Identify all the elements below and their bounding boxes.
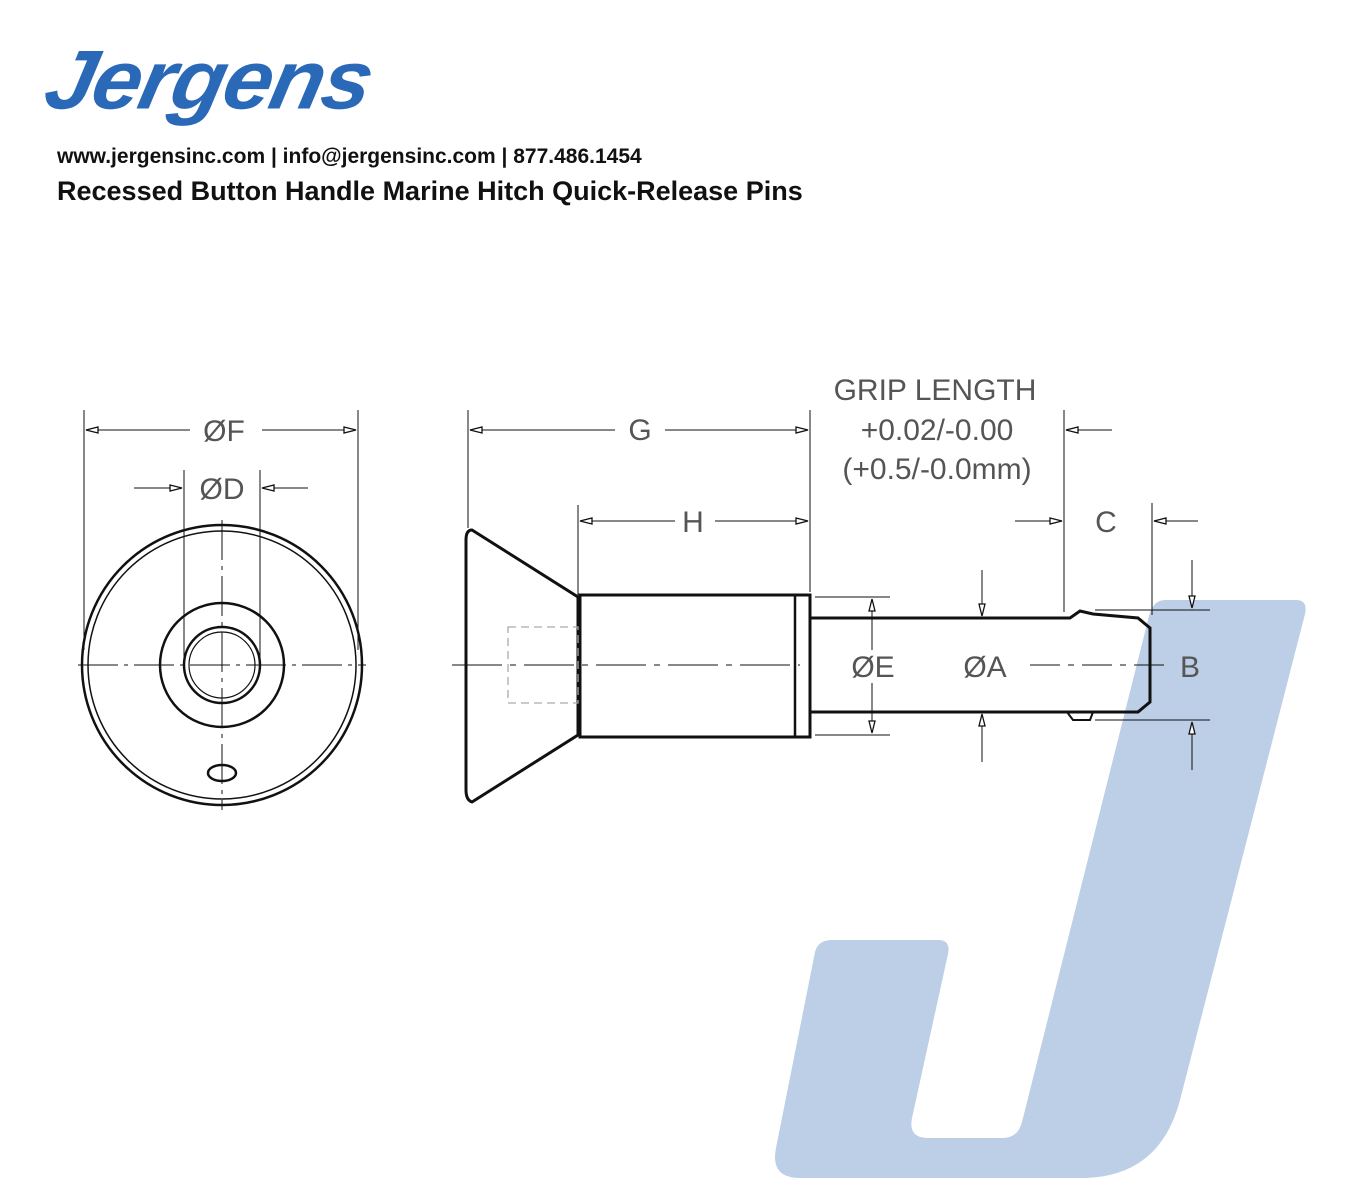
dim-label-D: ØD xyxy=(200,473,245,506)
page-title: Recessed Button Handle Marine Hitch Quic… xyxy=(57,176,803,206)
dim-label-B: B xyxy=(1180,651,1200,684)
dim-label-A: ØA xyxy=(963,651,1006,684)
side-view xyxy=(452,410,1210,804)
dim-label-H: H xyxy=(682,506,704,539)
dim-label-F: ØF xyxy=(203,415,245,448)
watermark-j-logo xyxy=(775,600,1306,1178)
dim-label-E: ØE xyxy=(851,651,894,684)
dim-label-G: G xyxy=(628,414,651,447)
contact-line: www.jergensinc.com | info@jergensinc.com… xyxy=(57,145,642,168)
grip-tolerance-mm: (+0.5/-0.0mm) xyxy=(842,453,1031,486)
end-view xyxy=(78,410,366,810)
dim-label-C: C xyxy=(1095,506,1117,539)
grip-tolerance-inch: +0.02/-0.00 xyxy=(861,414,1014,447)
grip-length-label: GRIP LENGTH xyxy=(834,374,1037,407)
jergens-logo: Jergens xyxy=(37,32,381,127)
